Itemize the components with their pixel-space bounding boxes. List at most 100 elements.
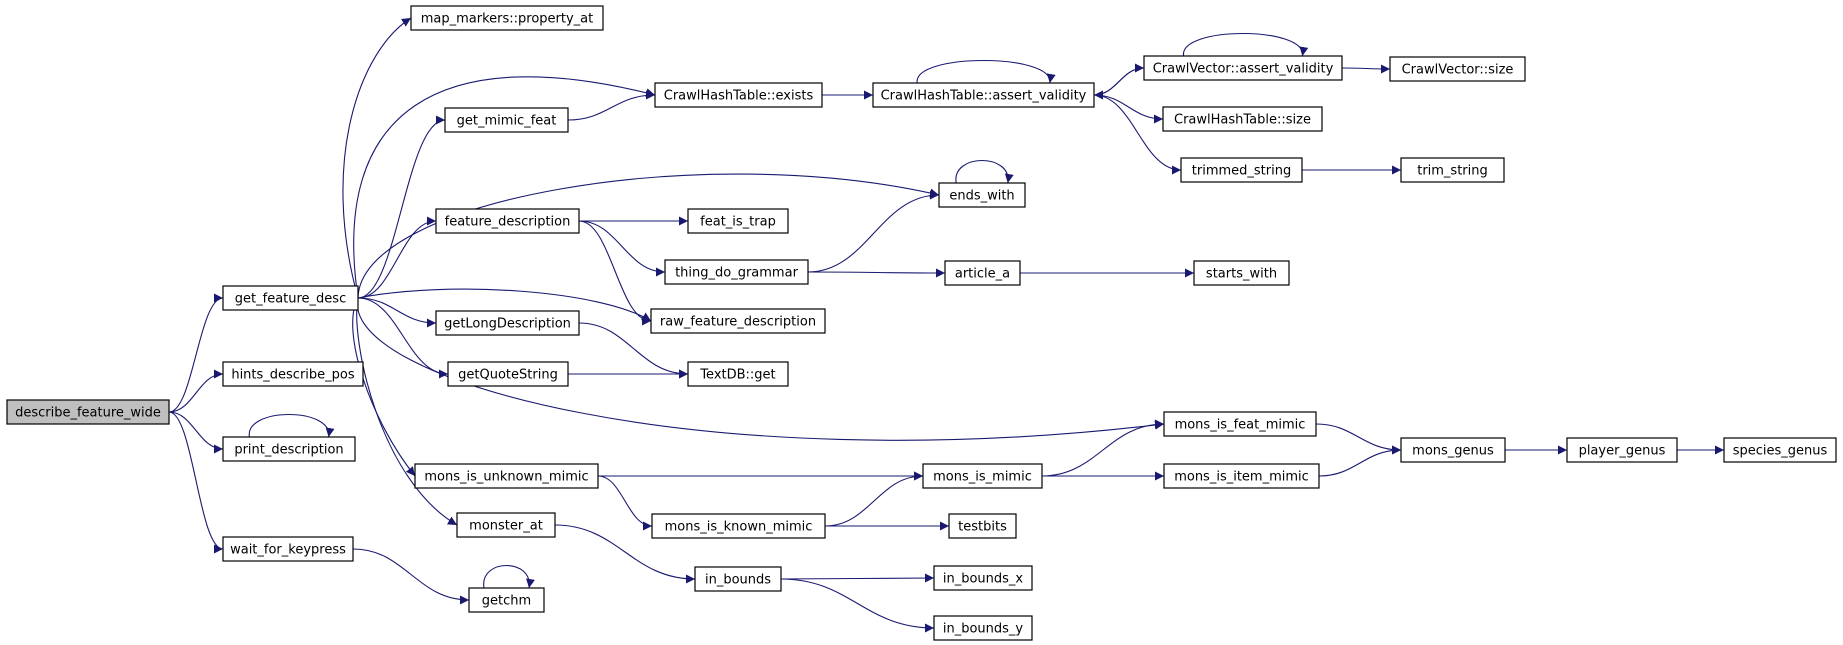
node-label: CrawlHashTable::size [1174,113,1311,128]
node-mons-is-mimic[interactable]: mons_is_mimic [922,463,1043,489]
edge-get_mimic_feat-to-crawlhashtable_exists [567,90,656,121]
node-in-bounds[interactable]: in_bounds [694,566,782,592]
node-map-markers-property-at[interactable]: map_markers::property_at [410,5,604,31]
node-label: starts_with [1206,267,1277,282]
node-label: in_bounds_x [943,572,1024,587]
node-crawlvector-size[interactable]: CrawlVector::size [1389,56,1526,82]
node-label: TextDB::get [699,368,775,383]
node-box [435,310,580,336]
node-getchm[interactable]: getchm [468,587,545,613]
node-label: trimmed_string [1192,164,1291,179]
node-trimmed-string[interactable]: trimmed_string [1180,157,1303,183]
node-label: in_bounds [705,573,771,588]
edge-wait_for_keypress-to-getchm [352,548,470,605]
node-label: print_description [234,443,343,458]
node-hints-describe-pos[interactable]: hints_describe_pos [222,361,364,387]
edge-mons_is_mimic-to-mons_is_feat_mimic [1041,419,1165,477]
edge-get_feature_desc-to-map_markers_property_at [342,17,412,299]
node-species-genus[interactable]: species_genus [1723,437,1837,463]
node-textdb-get[interactable]: TextDB::get [687,361,789,387]
node-article-a[interactable]: article_a [944,260,1021,286]
node-label: in_bounds_y [943,622,1024,637]
node-label: article_a [955,267,1010,282]
edge-feature_description-to-thing_do_grammar [578,220,666,277]
edge-crawlvector_assert_validity-to-crawlhashtable_assert_validity [1093,67,1145,100]
node-label: feature_description [445,215,571,230]
node-box [933,565,1033,591]
node-box [1162,106,1323,132]
node-getQuoteString[interactable]: getQuoteString [447,361,569,387]
edge-crawlhashtable_assert_validity-to-trimmed_string [1093,94,1182,175]
node-box [435,208,580,234]
node-getLongDescription[interactable]: getLongDescription [435,310,580,336]
node-box [664,259,809,285]
node-wait-for-keypress[interactable]: wait_for_keypress [222,536,354,562]
edge-get_feature_desc-to-getQuoteString [357,297,449,379]
edge-get_feature_desc-to-mons_is_unknown_mimic [352,297,416,477]
node-box [687,361,789,387]
node-player-genus[interactable]: player_genus [1566,437,1678,463]
node-box [1400,437,1506,463]
node-in-bounds-x[interactable]: in_bounds_x [933,565,1033,591]
node-box [456,512,556,538]
edge-mons_is_known_mimic-to-mons_is_mimic [824,471,924,527]
node-crawlhashtable-assert-validity[interactable]: CrawlHashTable::assert_validity [872,82,1095,108]
node-starts-with[interactable]: starts_with [1193,260,1290,286]
node-box [468,587,545,613]
edge-in_bounds-to-in_bounds_x [780,573,935,583]
node-box [222,436,356,462]
node-testbits[interactable]: testbits [948,513,1017,539]
node-feat-is-trap[interactable]: feat_is_trap [687,208,789,234]
node-label: mons_is_item_mimic [1174,470,1309,485]
node-raw-feature-description[interactable]: raw_feature_description [650,308,826,334]
node-thing-do-grammar[interactable]: thing_do_grammar [664,259,809,285]
edge-ends_with-to-ends_with [955,159,1014,184]
node-label: player_genus [1579,444,1666,459]
edge-get_feature_desc-to-getLongDescription [357,297,437,328]
node-box [1723,437,1837,463]
edge-crawlhashtable_assert_validity-to-crawlhashtable_assert_validity [916,60,1056,84]
node-crawlvector-assert-validity[interactable]: CrawlVector::assert_validity [1143,55,1343,81]
node-box [1389,56,1526,82]
node-crawlhashtable-size[interactable]: CrawlHashTable::size [1162,106,1323,132]
edge-get_feature_desc-to-mons_is_feat_mimic [356,297,1165,441]
node-label: getQuoteString [458,368,558,383]
node-mons-genus[interactable]: mons_genus [1400,437,1506,463]
edge-monster_at-to-in_bounds [554,524,696,584]
node-box [948,513,1017,539]
edge-mons_is_item_mimic-to-mons_genus [1318,445,1402,477]
node-box [447,361,569,387]
node-mons-is-unknown-mimic[interactable]: mons_is_unknown_mimic [414,463,599,489]
edge-get_feature_desc-to-crawlhashtable_exists [353,76,656,299]
node-ends-with[interactable]: ends_with [938,182,1026,208]
node-monster-at[interactable]: monster_at [456,512,556,538]
node-box [222,361,364,387]
node-crawlhashtable-exists[interactable]: CrawlHashTable::exists [654,82,823,108]
node-trim-string[interactable]: trim_string [1400,157,1505,183]
node-mons-is-item-mimic[interactable]: mons_is_item_mimic [1163,463,1320,489]
node-in-bounds-y[interactable]: in_bounds_y [933,615,1033,641]
node-mons-is-known-mimic[interactable]: mons_is_known_mimic [651,513,826,539]
node-mons-is-feat-mimic[interactable]: mons_is_feat_mimic [1163,411,1317,437]
node-describe-feature-wide[interactable]: describe_feature_wide [6,399,170,425]
node-box [1180,157,1303,183]
edge-feature_description-to-raw_feature_description [578,220,652,326]
node-print-description[interactable]: print_description [222,436,356,462]
node-label: species_genus [1733,444,1828,459]
node-box [410,5,604,31]
edge-get_feature_desc-to-get_mimic_feat [357,115,446,299]
node-box [414,463,599,489]
edge-describe_feature_wide-to-hints_describe_pos [168,369,224,413]
node-label: feat_is_trap [700,215,776,230]
node-box [687,208,789,234]
node-label: CrawlVector::size [1402,63,1514,78]
node-get-mimic-feat[interactable]: get_mimic_feat [444,107,569,133]
node-box [444,107,569,133]
node-get-feature-desc[interactable]: get_feature_desc [222,285,359,311]
edge-describe_feature_wide-to-print_description [168,411,224,454]
node-feature-description[interactable]: feature_description [435,208,580,234]
node-label: CrawlHashTable::assert_validity [881,89,1087,104]
node-box [650,308,826,334]
node-box [222,285,359,311]
